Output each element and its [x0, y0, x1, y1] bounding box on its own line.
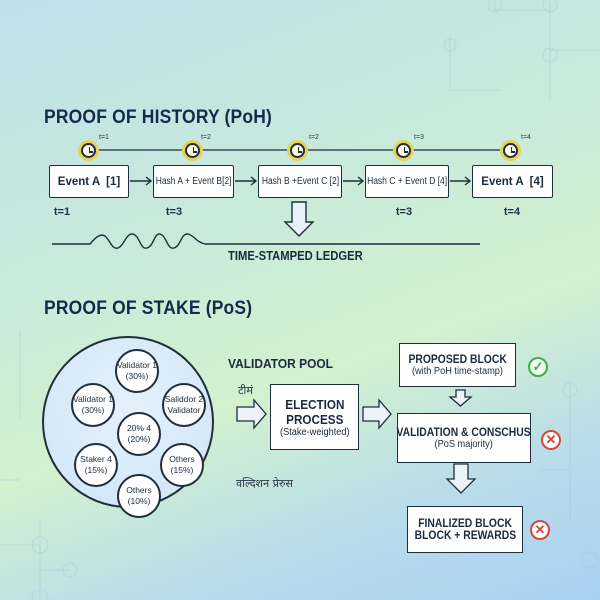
poh-time-label: t=4 — [503, 206, 521, 218]
validator-node: Validator 1 (30%) — [71, 383, 115, 427]
ledger-label: TIME-STAMPED LEDGER — [228, 249, 363, 263]
poh-time-label: t=3 — [395, 206, 413, 218]
arrow-down-icon — [445, 463, 477, 494]
node-name: Validator 1 — [73, 394, 114, 404]
arrow-right-icon — [236, 398, 267, 430]
clock-icon — [81, 143, 96, 158]
poh-event-label: Event A [1] — [57, 175, 121, 188]
poh-time-label: t=3 — [165, 206, 183, 218]
poh-event-label: Hash A + Event B[2] — [155, 176, 232, 187]
node-stake: (15%) — [84, 465, 108, 475]
check-circle-icon: ✓ — [528, 357, 548, 377]
node-stake: (30%) — [81, 405, 105, 415]
node-stake: (20%) — [127, 434, 151, 444]
node-stake: (30%) — [125, 371, 149, 381]
proposed-block-box: PROPOSED BLOCK (with PoH time-stamp) — [399, 343, 516, 387]
election-title-line1: ELECTION — [284, 396, 345, 412]
node-name: Others — [169, 454, 195, 464]
clock-icon — [185, 143, 200, 158]
hindi-label-bottom: वल्दिशन प्रेरुस — [236, 477, 293, 490]
node-name: Staker 4 — [80, 454, 112, 464]
arrow-down-icon — [448, 389, 473, 407]
arrow-right-icon — [130, 176, 153, 186]
clock-time-label: t=2 — [309, 134, 319, 141]
clock-time-label: t=2 — [201, 134, 211, 141]
validator-node: Others (15%) — [160, 443, 204, 487]
clock-time-label: t=3 — [414, 134, 424, 141]
finalized-block-box: FINALIZED BLOCK BLOCK + REWARDS — [407, 506, 523, 553]
validator-pool-label: VALIDATOR POOL — [228, 356, 333, 371]
poh-event-label: Hash B +Event C [2] — [261, 176, 339, 187]
arrow-down-icon — [283, 201, 315, 237]
poh-event-box: Event A [4] — [472, 165, 553, 198]
clock-time-label: t=1 — [99, 134, 109, 141]
poh-event-label: Event A [4] — [481, 175, 544, 188]
validator-node: 20% 4 (20%) — [117, 412, 161, 456]
arrow-right-icon — [362, 398, 392, 430]
arrow-right-icon — [343, 176, 365, 186]
poh-title: PROOF OF HISTORY (PoH) — [44, 107, 273, 128]
node-stake: Validator — [167, 405, 201, 415]
hindi-label-top: टीमं — [238, 384, 253, 397]
poh-arrows — [52, 176, 480, 249]
x-circle-icon: ✕ — [530, 520, 550, 540]
poh-event-label: Hash C + Event D [4] — [366, 176, 448, 187]
proposed-block-subtitle: (with PoH time-stamp) — [412, 365, 503, 377]
ledger-wave-line — [52, 233, 480, 249]
proposed-block-title: PROPOSED BLOCK — [408, 353, 507, 366]
poh-event-box: Hash A + Event B[2] — [153, 165, 234, 198]
finalized-block-subtitle: BLOCK + REWARDS — [414, 529, 516, 542]
node-name: Validator 1 — [117, 360, 158, 370]
poh-event-box: Hash B +Event C [2] — [258, 165, 342, 198]
arrow-right-icon — [450, 176, 472, 186]
poh-time-label: t=1 — [53, 206, 71, 218]
election-process-box: ELECTION PROCESS (Stake-weighted) — [270, 384, 359, 450]
clock-icon — [396, 143, 411, 158]
node-stake: (10%) — [127, 496, 151, 506]
poh-event-box: Event A [1] — [49, 165, 129, 198]
x-circle-icon: ✕ — [541, 430, 561, 450]
clock-icon — [290, 143, 305, 158]
node-stake: (15%) — [170, 465, 194, 475]
election-title-line2: PROCESS — [285, 411, 344, 427]
clock-time-label: t=4 — [521, 134, 531, 141]
validator-node: Validator 1 (30%) — [115, 349, 159, 393]
finalized-block-title: FINALIZED BLOCK — [418, 517, 512, 530]
node-name: Others — [126, 485, 152, 495]
validation-title: VALIDATION & CONSCHUS — [396, 426, 532, 439]
pos-title: PROOF OF STAKE (PoS) — [44, 298, 253, 319]
election-subtitle: (Stake-weighted) — [279, 426, 350, 438]
validation-subtitle: (PoS majority) — [434, 438, 494, 450]
arrow-right-icon — [235, 176, 258, 186]
node-name: 20% 4 — [126, 423, 152, 433]
clock-icon — [503, 143, 518, 158]
node-name: Saliddor 2 — [164, 394, 204, 404]
pos-arrows — [236, 389, 477, 494]
validation-consensus-box: VALIDATION & CONSCHUS (PoS majority) — [397, 413, 531, 463]
poh-event-box: Hash C + Event D [4] — [365, 165, 449, 198]
validator-node: Others (10%) — [117, 474, 161, 518]
validator-node: Saliddor 2 Validator — [162, 383, 206, 427]
validator-node: Staker 4 (15%) — [74, 443, 118, 487]
poh-timeline-line — [94, 149, 520, 151]
